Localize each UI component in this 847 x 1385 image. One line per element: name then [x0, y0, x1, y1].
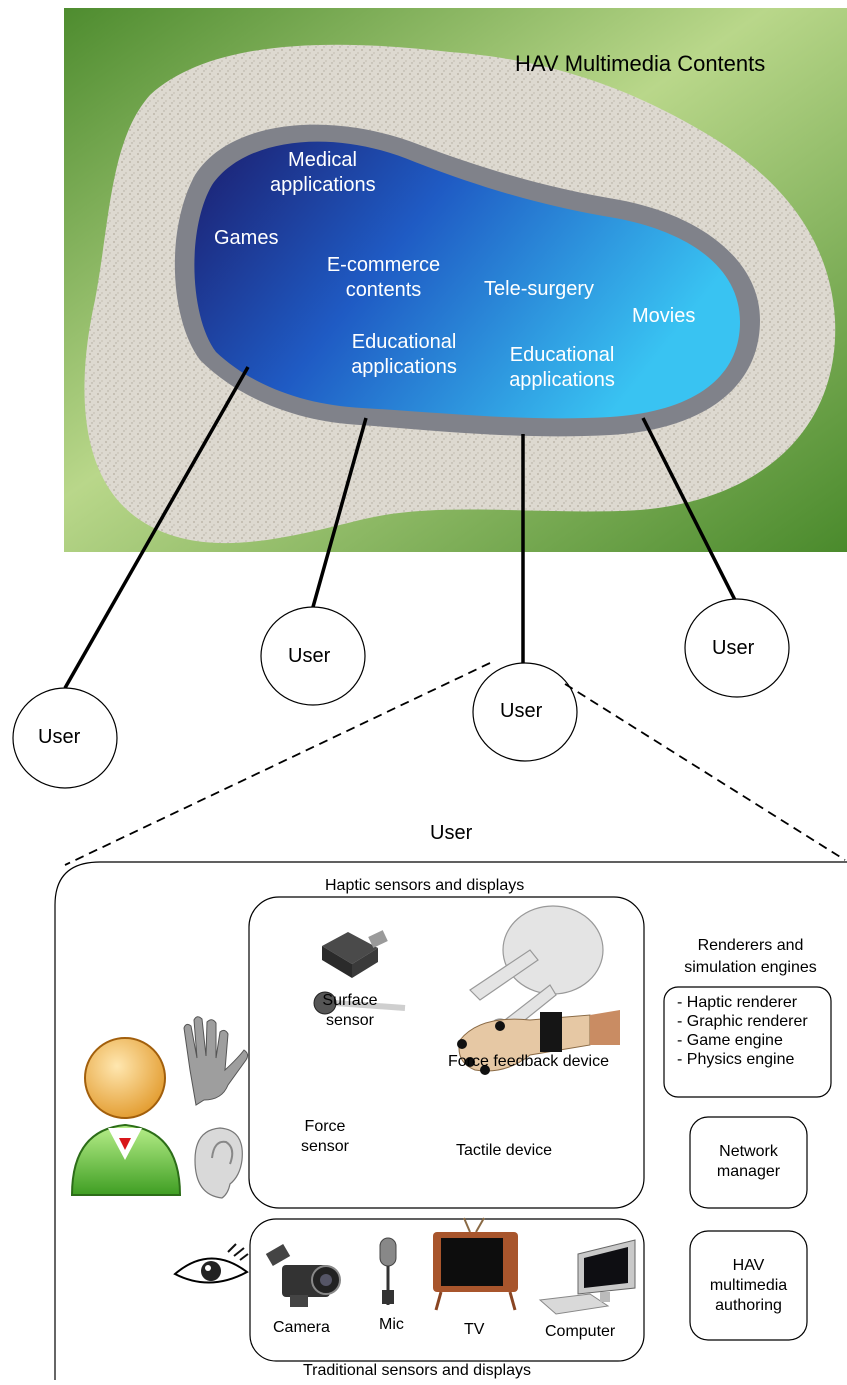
renderers-title: Renderers and simulation engines — [684, 937, 817, 976]
games-label: Games — [214, 227, 279, 249]
educational-applications-right-label: Educational applications — [509, 344, 615, 391]
detail-title: User — [430, 822, 473, 844]
user-circle-4 — [684, 598, 790, 698]
tv-label: TV — [464, 1321, 485, 1338]
computer-icon — [538, 1239, 636, 1315]
camera-label: Camera — [273, 1319, 330, 1336]
ecommerce-label: E-commerce contents — [326, 254, 441, 301]
user-circle-3 — [472, 662, 578, 762]
link-line-user4 — [641, 417, 739, 605]
detail-frame — [54, 861, 847, 1380]
renderers-box — [663, 986, 832, 1098]
mic-icon — [379, 1237, 397, 1305]
movies-label: Movies — [632, 305, 696, 327]
haptic-box — [248, 896, 645, 1209]
zoom-line-left — [64, 662, 491, 866]
user-label-1: User — [38, 726, 81, 748]
user-circle-2 — [260, 606, 366, 706]
computer-label: Computer — [545, 1323, 616, 1340]
tv-icon — [433, 1217, 518, 1311]
user-label-3: User — [500, 700, 543, 722]
pool-water — [194, 141, 740, 419]
authoring-label: HAV multimedia authoring — [709, 1257, 788, 1314]
user-label-2: User — [288, 645, 331, 667]
camera-icon — [265, 1243, 341, 1307]
network-manager-label: Network manager — [716, 1143, 781, 1180]
educational-applications-left-label: Educational applications — [351, 331, 457, 378]
force-sensor-icon — [313, 991, 406, 1015]
renderers-list-item: - Haptic renderer — [677, 994, 798, 1011]
network-manager-box — [689, 1116, 808, 1209]
surface-sensor-label: Surface sensor — [322, 992, 378, 1029]
contents-title: HAV Multimedia Contents — [515, 51, 766, 76]
renderers-list-item: - Graphic renderer — [677, 1013, 808, 1030]
force-sensor-label: Force sensor — [300, 1118, 350, 1155]
surface-sensor-icon — [322, 930, 388, 978]
zoom-line-right — [564, 683, 846, 861]
traditional-box-title: Traditional sensors and displays — [303, 1362, 531, 1379]
user-circle-1 — [12, 687, 118, 789]
tactile-device-label: Tactile device — [456, 1142, 553, 1159]
eye-icon — [173, 1243, 249, 1284]
force-feedback-device-label: Force feedback device — [448, 1053, 609, 1070]
traditional-box — [249, 1218, 645, 1362]
authoring-box — [689, 1230, 808, 1341]
tactile-device-icon — [457, 1010, 620, 1075]
link-line-user1 — [63, 366, 250, 689]
renderers-list-item: - Physics engine — [677, 1051, 795, 1068]
user-avatar-icon — [70, 1037, 182, 1196]
ear-icon — [194, 1127, 243, 1199]
haptic-box-title: Haptic sensors and displays — [323, 877, 527, 895]
renderers-list-item: - Game engine — [677, 1032, 783, 1049]
medical-applications-label: Medical applications — [270, 149, 376, 196]
renderers-list: - Haptic renderer - Graphic renderer - G… — [677, 993, 808, 1069]
telesurgery-label: Tele-surgery — [484, 278, 595, 300]
link-line-user2 — [311, 417, 368, 608]
mic-label: Mic — [379, 1316, 404, 1333]
user-label-4: User — [712, 637, 755, 659]
hand-icon — [183, 1016, 249, 1106]
